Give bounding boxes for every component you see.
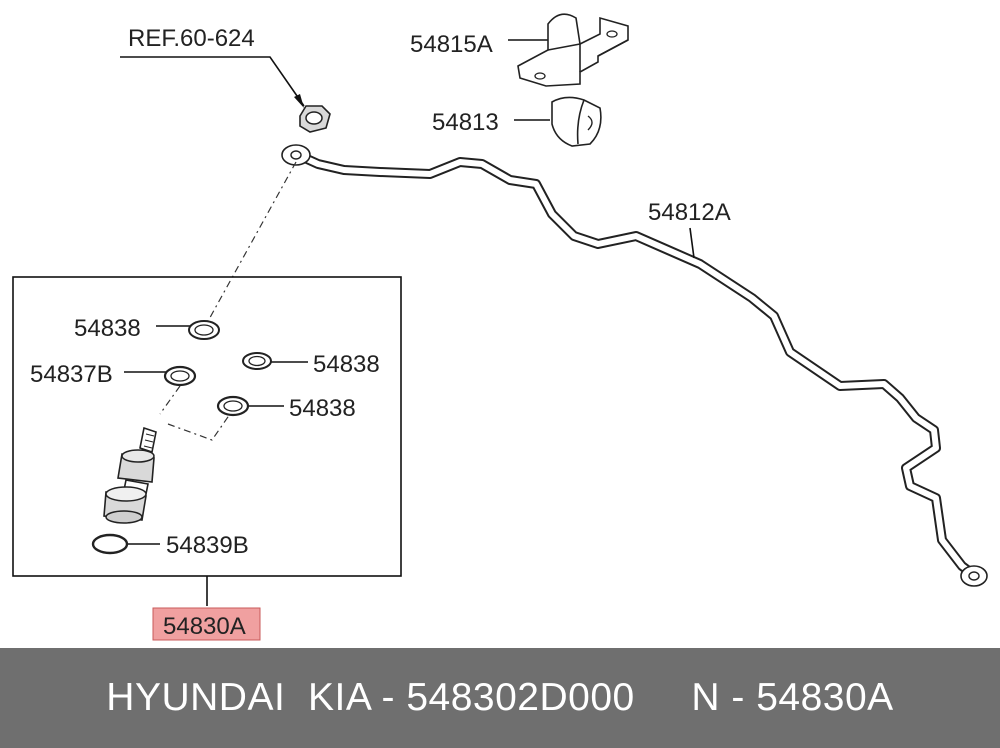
assembly-highlight [152,607,261,641]
seal-top-icon [188,320,220,340]
bushing-icon [551,96,602,147]
bar-label: 54812A [648,199,731,226]
seal-right-lower-icon [216,395,250,417]
hex-nut-icon [299,105,331,133]
ref-label: REF.60-624 [128,25,255,52]
seal-right-upper-label: 54838 [313,351,380,378]
footer-bar: HYUNDAI KIA - 548302D000 N - 54830A [0,648,1000,748]
footer-part-number: HYUNDAI KIA - 548302D000 N - 54830A [106,676,894,719]
stabilizer-link-icon [103,426,157,524]
o-ring-icon [91,533,129,555]
bracket-label: 54815A [410,31,493,58]
nut-ring-icon [163,365,197,387]
bracket-icon [517,13,629,87]
bar-leader-line [689,227,695,259]
ref-leader-line [120,56,305,107]
assembly-line-left [159,385,181,415]
seal-right-lower-label: 54838 [289,395,356,422]
assembly-label[interactable]: 54830A [163,613,246,640]
ref-arrow-icon [294,94,304,108]
bushing-label: 54813 [432,109,499,136]
centerline [201,161,297,333]
assembly-line-right [167,413,231,441]
stabilizer-bar-icon [281,144,988,587]
seal-right-upper-icon [242,352,272,370]
parts-diagram: REF.60-624 54815A 54813 54812A 54838 [12,13,988,641]
ring-label: 54839B [166,532,249,559]
seal-top-label: 54838 [74,315,141,342]
nut-label: 54837B [30,361,113,388]
